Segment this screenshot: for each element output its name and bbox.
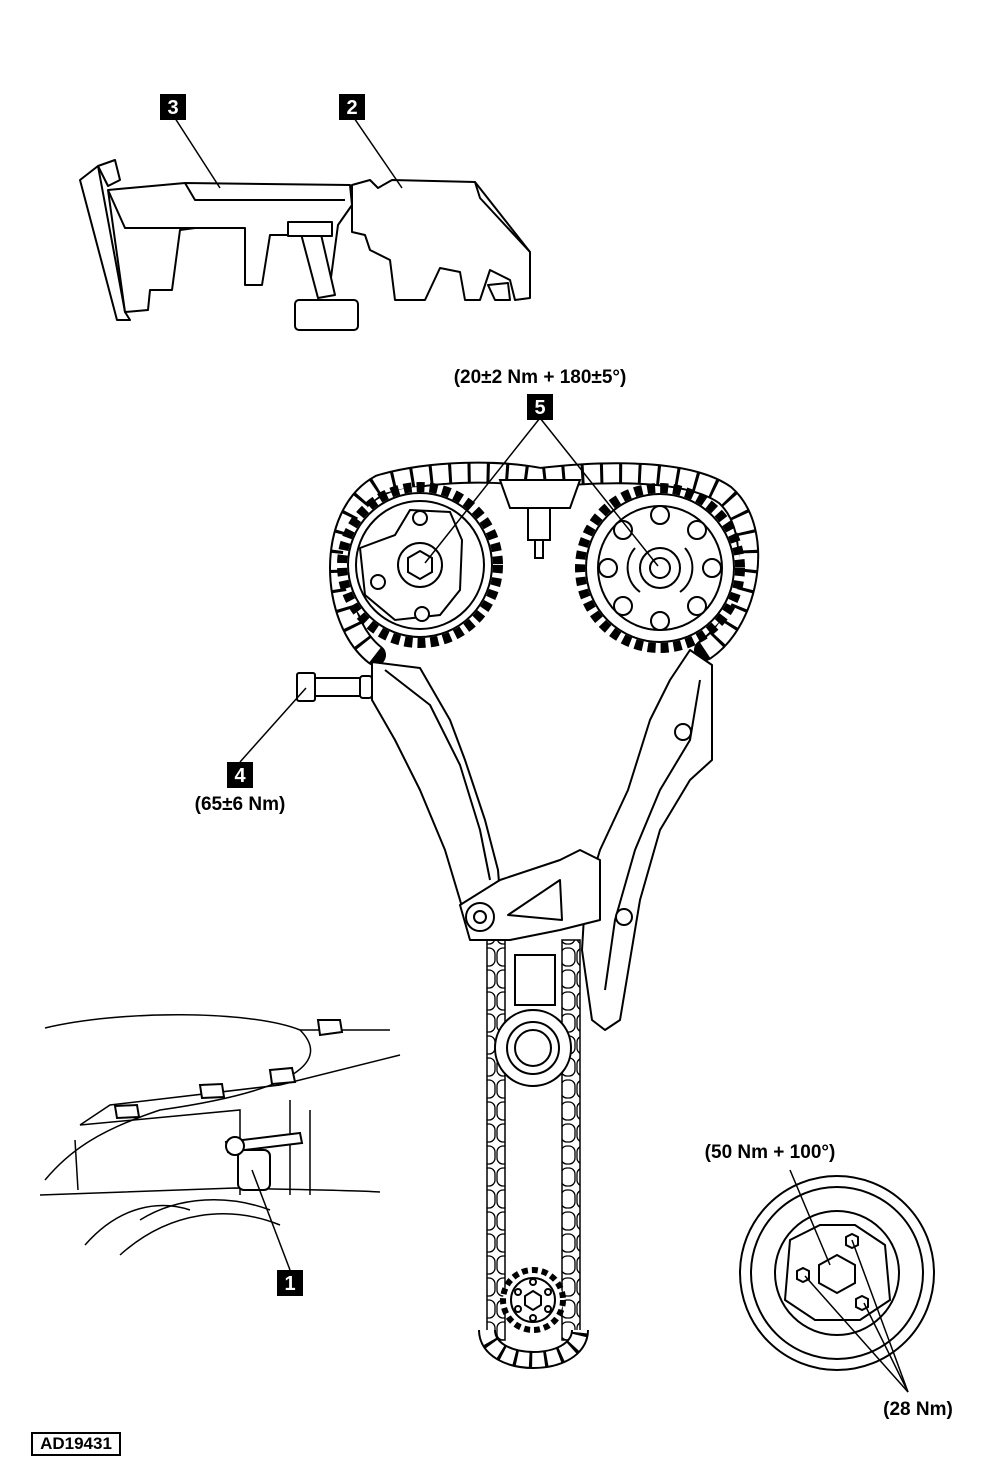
svg-text:5: 5	[534, 397, 545, 419]
crankshaft-pulley	[739, 1175, 935, 1371]
callout-1: 1	[277, 1270, 303, 1296]
chain-idler-roller	[494, 954, 572, 1087]
camshaft-locking-tool	[79, 159, 531, 331]
tensioner-arm	[459, 849, 601, 941]
svg-text:3: 3	[167, 97, 178, 119]
upper-chain-guide	[498, 479, 582, 559]
torque-camshaft-bolts: (20±2 Nm + 180±5°)	[454, 367, 627, 388]
svg-text:1: 1	[284, 1273, 295, 1295]
svg-text:4: 4	[234, 765, 246, 787]
exhaust-camshaft-sprocket	[575, 483, 745, 653]
chain-tensioner	[296, 672, 383, 702]
torque-crank-pulley-bolts: (28 Nm)	[883, 1399, 953, 1420]
callout-3: 3	[160, 94, 186, 120]
fixed-guide-rail	[581, 649, 713, 1031]
leader-lines	[172, 114, 909, 1393]
torque-tensioner: (65±6 Nm)	[195, 794, 286, 815]
callout-4: 4	[227, 762, 253, 788]
torque-crank-pulley-center: (50 Nm + 100°)	[705, 1142, 836, 1163]
figure-reference-code: AD19431	[31, 1432, 121, 1456]
callout-5: 5	[527, 394, 553, 420]
intake-camshaft-sprocket	[337, 482, 503, 648]
engine-block-detail	[39, 1014, 401, 1256]
crankshaft-sprocket	[500, 1267, 566, 1333]
svg-text:2: 2	[346, 97, 357, 119]
callout-2: 2	[339, 94, 365, 120]
